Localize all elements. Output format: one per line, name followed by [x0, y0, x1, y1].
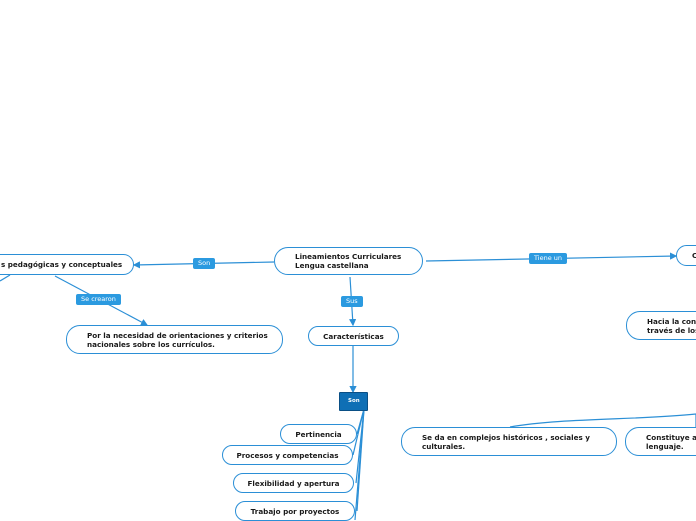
son-left-tag: Son — [193, 258, 216, 269]
sus-tag: Sus — [341, 296, 363, 307]
concepts-label: s pedagógicas y conceptuales — [1, 260, 123, 269]
item-label: Flexibilidad y apertura — [247, 478, 340, 488]
caracteristicas-label: Características — [323, 331, 384, 341]
main-topic-label: Lineamientos Curriculares Lengua castell… — [295, 252, 402, 270]
complejos-node[interactable]: Se da en complejos históricos , sociales… — [401, 427, 617, 456]
son-box-tag[interactable]: Son — [339, 392, 368, 411]
item-label: Trabajo por proyectos — [250, 506, 340, 516]
concepts-node[interactable]: s pedagógicas y conceptuales — [0, 254, 134, 275]
hacia-label: Hacia la cons través de los — [647, 316, 696, 335]
item-label: Pertinencia — [295, 429, 342, 439]
item-label: Procesos y competencias — [236, 450, 339, 460]
right-partial-label: C — [692, 251, 696, 260]
right-partial-node[interactable]: C — [676, 245, 696, 266]
item-procesos-node[interactable]: Procesos y competencias — [222, 445, 353, 465]
item-trabajo-node[interactable]: Trabajo por proyectos — [235, 501, 355, 521]
origin-label: Por la necesidad de orientaciones y crit… — [87, 330, 268, 349]
caracteristicas-node[interactable]: Características — [308, 326, 399, 346]
se-crearon-tag: Se crearon — [76, 294, 121, 305]
main-topic-node[interactable]: Lineamientos Curriculares Lengua castell… — [274, 247, 423, 275]
hacia-node[interactable]: Hacia la cons través de los — [626, 311, 696, 340]
tiene-un-tag: Tiene un — [529, 253, 567, 264]
constituye-node[interactable]: Constituye a lenguaje. — [625, 427, 696, 456]
item-flexibilidad-node[interactable]: Flexibilidad y apertura — [233, 473, 354, 493]
constituye-label: Constituye a lenguaje. — [646, 432, 696, 451]
origin-node[interactable]: Por la necesidad de orientaciones y crit… — [66, 325, 283, 354]
complejos-label: Se da en complejos históricos , sociales… — [422, 432, 590, 451]
item-pertinencia-node[interactable]: Pertinencia — [280, 424, 357, 444]
